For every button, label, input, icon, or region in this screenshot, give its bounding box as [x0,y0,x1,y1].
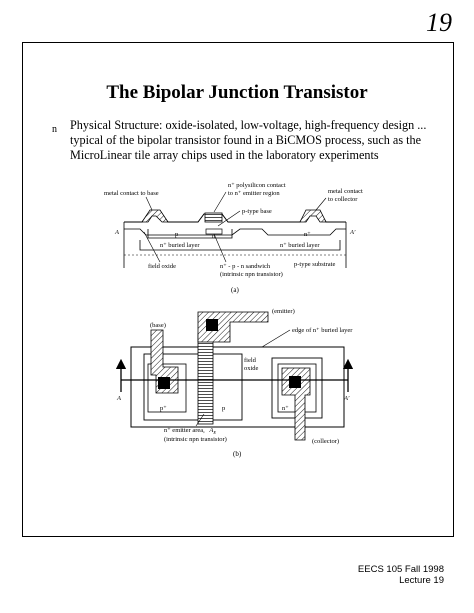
caption-b: (b) [233,450,242,458]
label-emitter-area: n⁺ emitter area, AE [164,427,216,435]
label-sandwich-2: (intrinsic npn transistor) [220,271,283,278]
label-substrate: p-type substrate [294,261,335,268]
label-p: p [175,231,178,238]
label-field-oxide: field oxide [148,263,176,270]
label-ptype-base: p-type base [242,208,272,215]
label-metal-collector-2: to collector [328,196,358,203]
buried-layer [139,240,341,251]
caption-a: (a) [231,286,239,294]
label-sandwich-1: n⁺ - p - n sandwich [220,263,271,270]
label-base: (base) [150,322,166,329]
label-metal-collector-1: metal contact [328,188,363,195]
bullet-text: Physical Structure: oxide-isolated, low-… [70,118,427,162]
base-contact [158,377,170,389]
label-emitter-area-2: (intrinsic npn transistor) [164,436,227,443]
label-collector: (collector) [312,438,339,445]
footer-course: EECS 105 Fall 1998 [357,564,444,575]
slide-frame [22,42,454,537]
footer-lecture: Lecture 19 [399,575,444,586]
emitter-contact [206,319,218,331]
label-a-right-b: A′ [343,395,350,402]
metal-collector-contact [299,209,327,223]
label-buried-edge: edge of n⁺ buried layer [292,327,353,334]
label-a-left: A [114,229,119,236]
label-buried-left: n⁺ buried layer [160,242,200,249]
collector-contact [289,376,301,388]
label-p-plus: p⁺ [160,405,167,412]
label-n-plus: n⁺ [304,231,311,238]
base-active-region [143,353,243,421]
slide-title: The Bipolar Junction Transistor [106,82,368,103]
label-a-right: A′ [349,229,356,236]
label-p-b: p [222,405,225,412]
label-poly-1: n⁺ polysilicon contact [228,182,286,189]
figure-b-layout: (emitter) (base) edge of n⁺ buried layer… [115,308,353,458]
buried-layer-edge [130,346,345,428]
label-n: n [212,233,216,240]
label-field-oxide-b-2: oxide [244,365,259,372]
page-number: 19 [426,8,452,37]
figure-a-cross-section: metal contact to base n⁺ polysilicon con… [104,182,363,294]
polysilicon-contact [204,212,223,223]
label-poly-2: to n⁺ emitter region [228,190,280,197]
p-base-region [147,229,233,239]
label-n-plus-b: n⁺ [282,405,289,412]
label-field-oxide-b-1: field [244,357,257,364]
label-emitter: (emitter) [272,308,295,315]
label-a-left-b: A [116,395,121,402]
label-buried-right: n⁺ buried layer [280,242,320,249]
metal-base-contact [141,209,169,223]
base-metal [150,329,179,394]
label-metal-base: metal contact to base [104,190,159,197]
emitter-polysilicon [197,333,214,425]
footer: EECS 105 Fall 1998 Lecture 19 [358,564,444,586]
oxide-lower [124,228,346,236]
bullet-marker: n [52,124,57,135]
